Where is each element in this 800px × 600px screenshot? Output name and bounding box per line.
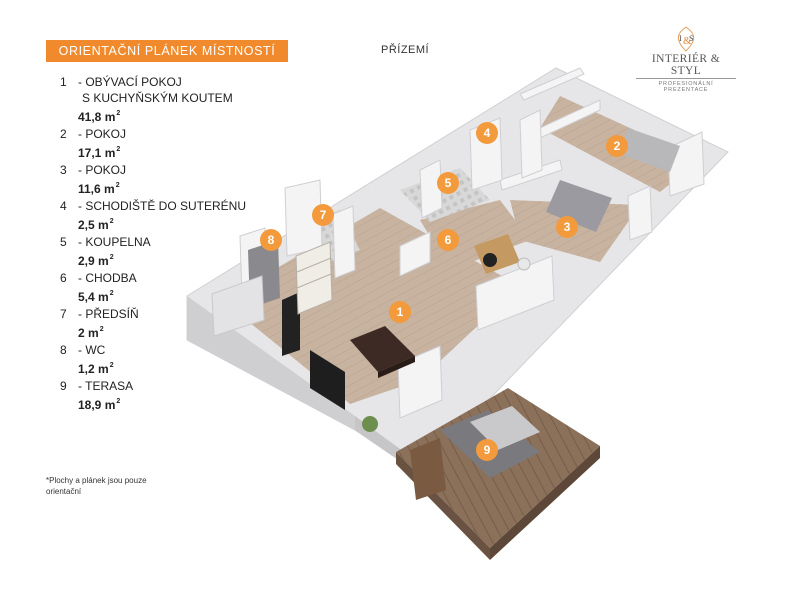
room-marker-5: 5 <box>437 172 459 194</box>
logo-name: INTERIÉR & STYL <box>636 53 736 79</box>
room-marker-circle <box>312 204 334 226</box>
room-marker-circle <box>606 135 628 157</box>
floor-label: PŘÍZEMÍ <box>381 44 430 56</box>
legend-room-2: 2 - POKOJ <box>60 126 260 142</box>
room-marker-label: 4 <box>484 126 491 140</box>
room-marker-circle <box>476 122 498 144</box>
legend-room-name-line: - PŘEDSÍŇ <box>78 307 139 321</box>
legend-room-9: 9 - TERASA <box>60 378 260 394</box>
legend-room-4: 4 - SCHODIŠTĚ DO SUTERÉNU <box>60 198 260 214</box>
room-markers: 1 2 3 4 5 6 7 8 9 <box>260 122 628 461</box>
room-marker-circle <box>476 439 498 461</box>
brand-logo: I & S INTERIÉR & STYL PROFESIONÁLNÍ PREZ… <box>636 26 736 93</box>
legend-room-name: - POKOJ <box>78 162 260 178</box>
legend-room-area: 2,9 m2 <box>78 254 114 268</box>
legend-room-name-line: S KUCHYŇSKÝM KOUTEM <box>82 91 233 105</box>
legend-room-number: 6 <box>60 271 67 285</box>
legend-room-area: 2,5 m2 <box>78 218 114 232</box>
room-marker-6: 6 <box>437 229 459 251</box>
legend-room-3: 3 - POKOJ <box>60 162 260 178</box>
legend-room-area: 2 m2 <box>78 326 104 340</box>
room-floor-hall <box>420 200 530 270</box>
legend-room-name: - OBÝVACÍ POKOJ S KUCHYŇSKÝM KOUTEM <box>78 74 260 106</box>
room-marker-label: 7 <box>320 208 327 222</box>
room-marker-label: 5 <box>445 176 452 190</box>
room-marker-1: 1 <box>389 301 411 323</box>
bookshelf <box>295 241 333 315</box>
legend-room-name-line: - POKOJ <box>78 127 127 141</box>
room-marker-label: 1 <box>397 305 404 319</box>
room-marker-circle <box>556 216 578 238</box>
legend-room-name: - KOUPELNA <box>78 234 260 250</box>
room-marker-circle <box>260 229 282 251</box>
legend-room-name-line: - WC <box>78 343 106 357</box>
room-legend: 1 - OBÝVACÍ POKOJ S KUCHYŇSKÝM KOUTEM 41,8 … <box>60 74 260 414</box>
legend-room-name-line: - SCHODIŠTĚ DO SUTERÉNU <box>78 199 247 213</box>
room-marker-label: 9 <box>484 443 491 457</box>
svg-text:I: I <box>679 34 682 43</box>
sofa <box>620 128 680 172</box>
terrace <box>396 388 600 560</box>
legend-room-name: - POKOJ <box>78 126 260 142</box>
plant-icon <box>362 257 531 432</box>
room-marker-label: 6 <box>445 233 452 247</box>
legend-room-8: 8 - WC <box>60 342 260 358</box>
legend-room-number: 9 <box>60 379 67 393</box>
legend-room-name-line: - OBÝVACÍ POKOJ <box>78 75 182 89</box>
legend-room-name-line: - POKOJ <box>78 163 127 177</box>
legend-room-number: 2 <box>60 127 67 141</box>
bed <box>546 180 612 232</box>
legend-room-name: - TERASA <box>78 378 260 394</box>
room-marker-circle <box>437 172 459 194</box>
legend-room-number: 4 <box>60 199 67 213</box>
legend-room-area: 41,8 m2 <box>78 110 121 124</box>
monogram-icon: I & S <box>669 26 703 52</box>
svg-text:&: & <box>683 35 692 47</box>
room-marker-label: 3 <box>564 220 571 234</box>
legend-room-name-line: - TERASA <box>78 379 134 393</box>
legend-room-7: 7 - PŘEDSÍŇ <box>60 306 260 322</box>
legend-room-number: 1 <box>60 75 67 89</box>
room-marker-2: 2 <box>606 135 628 157</box>
room-marker-label: 2 <box>614 139 621 153</box>
legend-room-name: - CHODBA <box>78 270 260 286</box>
legend-room-6: 6 - CHODBA <box>60 270 260 286</box>
legend-room-area: 11,6 m2 <box>78 182 120 196</box>
tv-unit <box>310 350 345 410</box>
room-marker-3: 3 <box>556 216 578 238</box>
room-marker-circle <box>437 229 459 251</box>
legend-room-area: 1,2 m2 <box>78 362 114 376</box>
legend-room-5: 5 - KOUPELNA <box>60 234 260 250</box>
footnote: *Plochy a plánek jsou pouze orientační <box>46 476 147 496</box>
room-marker-circle <box>389 301 411 323</box>
room-marker-4: 4 <box>476 122 498 144</box>
room-marker-label: 8 <box>268 233 275 247</box>
legend-room-number: 8 <box>60 343 67 357</box>
legend-room-1: 1 - OBÝVACÍ POKOJ S KUCHYŇSKÝM KOUTEM <box>60 74 260 106</box>
dining-table <box>350 326 415 378</box>
room-marker-7: 7 <box>312 204 334 226</box>
logo-tagline: PROFESIONÁLNÍ PREZENTACE <box>658 81 714 93</box>
legend-room-area: 17,1 m2 <box>78 146 121 160</box>
legend-room-name: - PŘEDSÍŇ <box>78 306 260 322</box>
legend-room-area: 5,4 m2 <box>78 290 114 304</box>
legend-room-number: 5 <box>60 235 67 249</box>
kitchen-unit <box>211 240 300 356</box>
legend-room-name: - SCHODIŠTĚ DO SUTERÉNU <box>78 198 260 214</box>
legend-room-number: 7 <box>60 307 67 321</box>
legend-room-name-line: - CHODBA <box>78 271 137 285</box>
desk <box>474 234 520 274</box>
svg-text:S: S <box>689 34 693 43</box>
room-marker-9: 9 <box>476 439 498 461</box>
legend-room-name-line: - KOUPELNA <box>78 235 151 249</box>
legend-room-area: 18,9 m2 <box>78 398 121 412</box>
room-marker-8: 8 <box>260 229 282 251</box>
plan-title-banner: ORIENTAČNÍ PLÁNEK MÍSTNOSTÍ <box>46 40 288 62</box>
legend-room-name: - WC <box>78 342 260 358</box>
legend-room-number: 3 <box>60 163 67 177</box>
